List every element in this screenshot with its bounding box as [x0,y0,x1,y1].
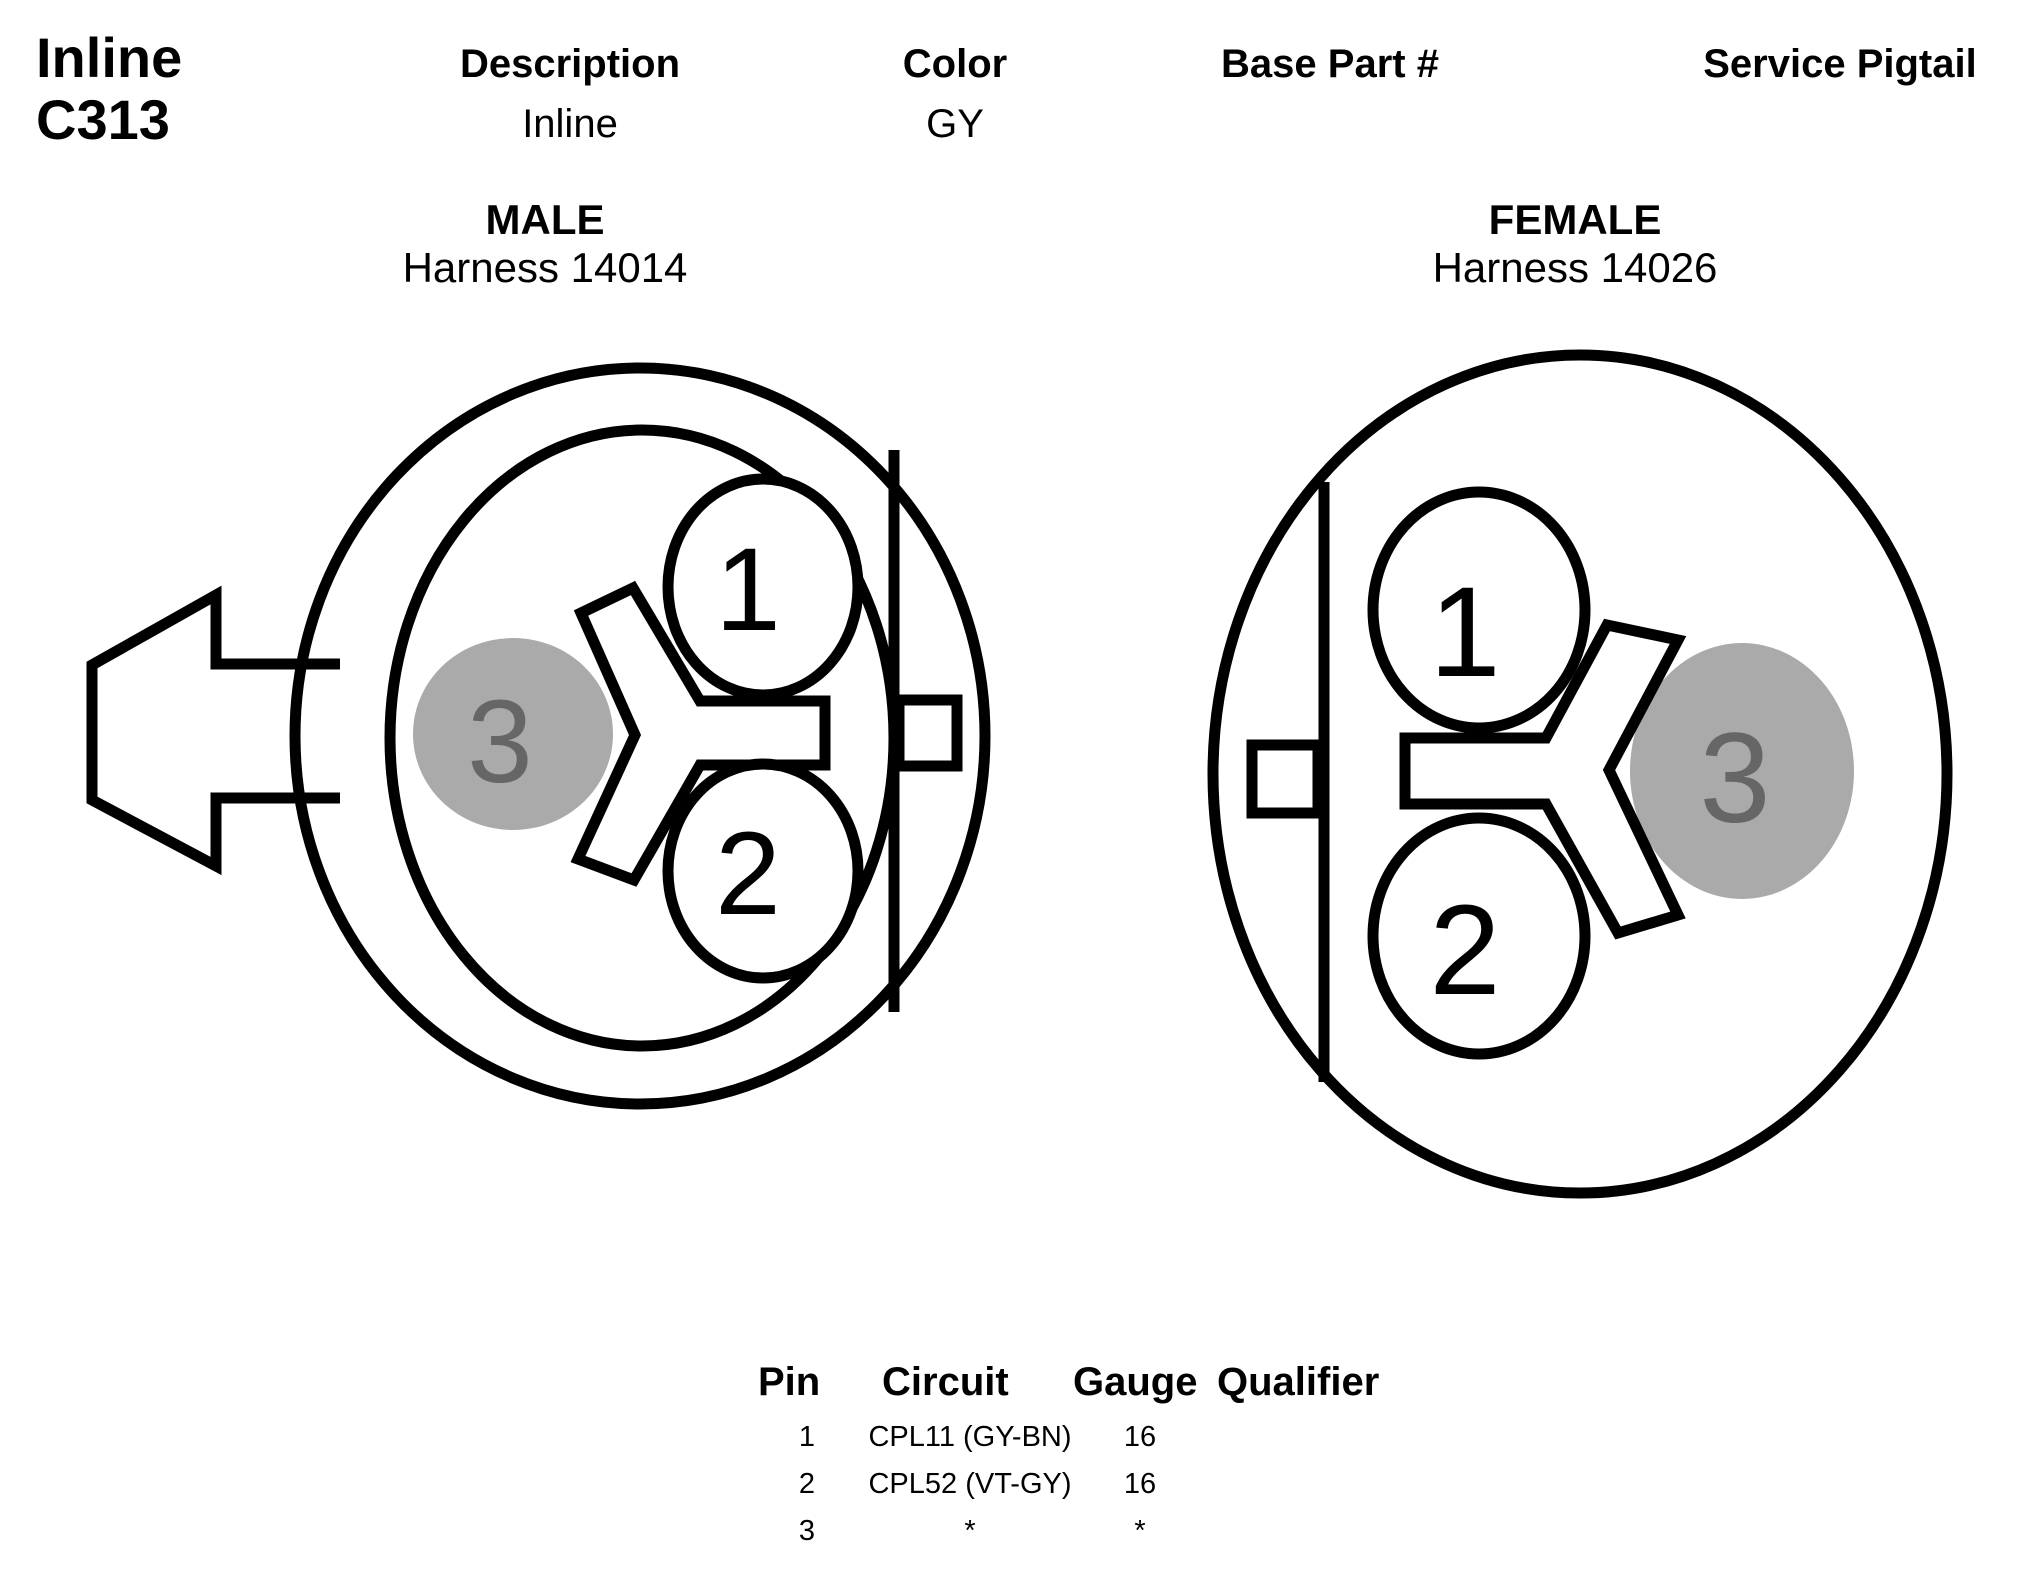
row-2-gauge: 16 [1123,1468,1157,1500]
qualifier-header: Qualifier [1217,1360,1380,1404]
description-value: Inline [522,102,618,146]
row-3-gauge: * [1134,1515,1146,1547]
male-outer-housing [289,362,991,1110]
row-1-gauge: 16 [1123,1421,1157,1453]
female-pin-1 [1367,486,1591,734]
base-part-header: Base Part # [1221,42,1439,86]
female-title: FEMALE [1488,196,1662,243]
male-pin-2 [662,758,864,984]
female-pin-label-3: 3 [1699,707,1770,850]
row-1-circuit: CPL11 (GY-BN) [868,1421,1072,1453]
pin-header: Pin [758,1360,821,1404]
description-header: Description [459,42,681,86]
male-pin-label-1: 1 [715,524,781,656]
male-lock-arrow [86,585,340,876]
female-harness: Harness 14026 [1432,244,1718,291]
male-harness: Harness 14014 [402,244,688,291]
male-title: MALE [485,196,605,243]
female-pin-3-unused [1630,643,1854,899]
color-value: GY [926,102,984,146]
female-pin-label-2: 2 [1429,879,1500,1022]
connector-type-label: Inline [36,26,183,89]
male-pin-label-3: 3 [467,676,533,808]
row-2-circuit: CPL52 (VT-GY) [868,1468,1072,1500]
circuit-header: Circuit [882,1360,1009,1404]
row-3-circuit: * [964,1515,976,1547]
connector-id: C313 [36,88,170,151]
female-pin-2 [1367,812,1591,1060]
service-pigtail-header: Service Pigtail [1703,42,1977,86]
male-connector [86,362,991,1110]
female-key-tab [1246,739,1324,819]
male-pin-3-unused [413,638,613,830]
female-connector [1207,349,1953,1199]
row-2-pin: 2 [798,1468,816,1500]
female-y-terminal [1399,618,1687,940]
row-1-pin: 1 [798,1421,816,1453]
male-key-tab [893,694,963,772]
female-pin-label-1: 1 [1429,561,1500,704]
female-outer-housing [1207,349,1953,1199]
male-pin-1 [662,473,864,701]
color-header: Color [902,42,1008,86]
gauge-header: Gauge [1073,1360,1198,1404]
row-3-pin: 3 [798,1515,816,1547]
male-pin-label-2: 2 [715,808,781,940]
